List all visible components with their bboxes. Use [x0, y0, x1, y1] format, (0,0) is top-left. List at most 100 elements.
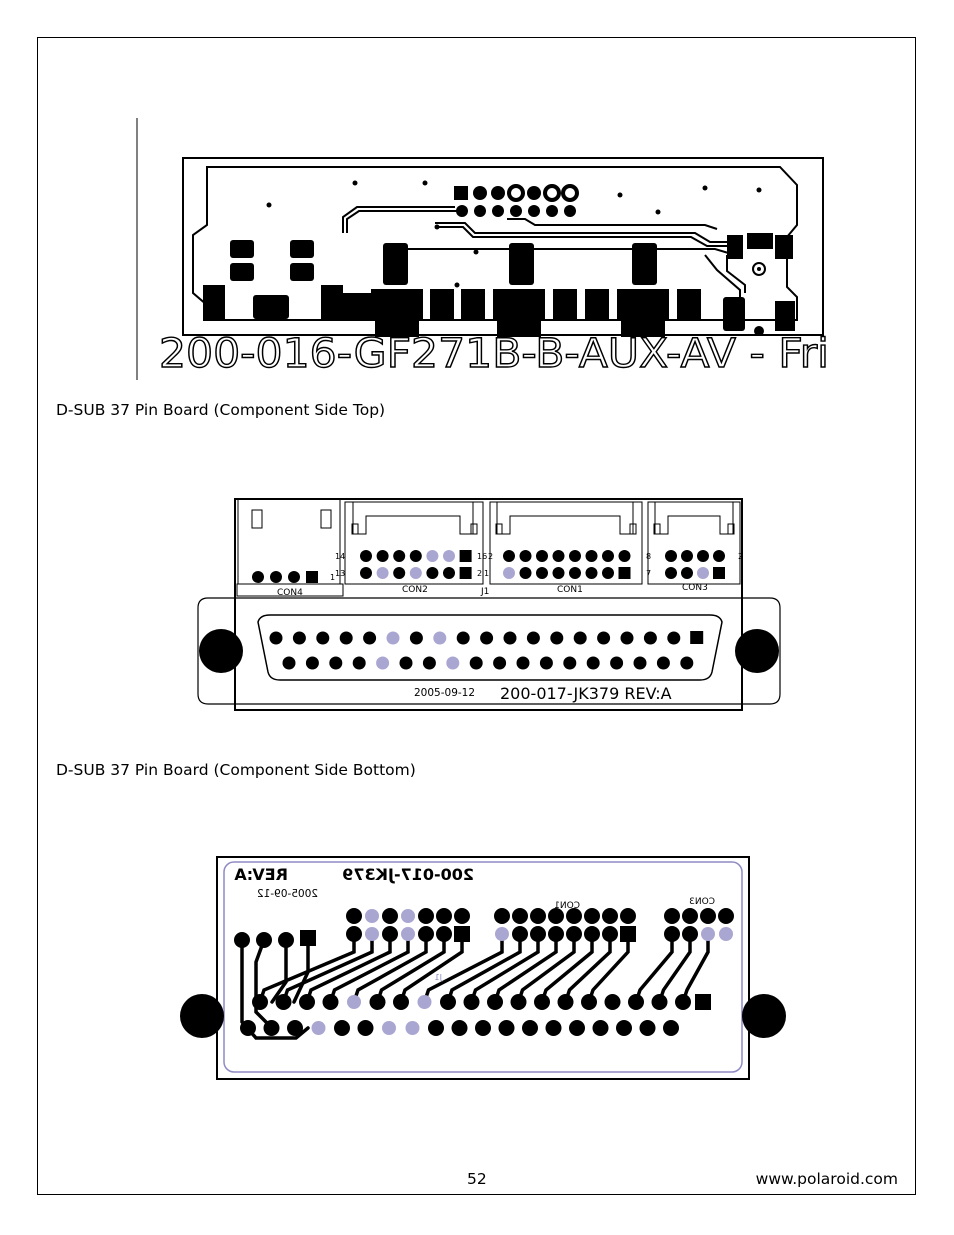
label-pin1a: 1	[330, 573, 335, 582]
pad	[682, 926, 698, 942]
pad	[436, 926, 452, 942]
pin-pad	[569, 550, 581, 562]
pin-pad	[288, 571, 300, 583]
pad	[234, 932, 250, 948]
pad	[311, 1021, 326, 1035]
label-j1: J1	[480, 587, 489, 597]
pin-pad	[697, 567, 709, 579]
pin-pad	[426, 567, 439, 579]
dsub-pin	[550, 631, 564, 645]
pin-pad	[697, 550, 709, 562]
label-con1: CON1	[557, 585, 583, 595]
pad	[495, 927, 509, 941]
pad	[357, 1020, 374, 1036]
pad	[475, 1020, 491, 1036]
dsub-pin	[480, 631, 494, 645]
pin-pad	[585, 550, 598, 562]
trace	[270, 938, 288, 1004]
pad	[628, 994, 644, 1010]
label-pin2c: 2	[738, 552, 743, 561]
pad	[256, 932, 272, 948]
pad	[365, 927, 379, 941]
pad	[566, 908, 582, 924]
dsub-pin	[643, 631, 657, 645]
dsub-pin	[503, 631, 517, 645]
middle-date: 2005-09-12	[414, 687, 475, 699]
bottom-con1: CON1	[554, 901, 580, 911]
pin-pad	[618, 550, 631, 562]
dsub-pin	[586, 656, 600, 670]
dsub-pin	[386, 631, 400, 645]
pad	[382, 1021, 396, 1035]
top-board-figure: 200-016-GF271B-B-AUX-AV - Fri	[136, 118, 830, 380]
pin-pad	[270, 571, 282, 583]
dsub-pin	[269, 631, 283, 645]
trace	[634, 932, 674, 1004]
pin-pad	[409, 550, 422, 562]
pin-pad	[681, 550, 693, 562]
pad	[346, 926, 362, 942]
pad	[639, 1020, 656, 1036]
pin-pad	[536, 550, 548, 562]
pad	[530, 926, 546, 942]
dsub-pin	[620, 631, 634, 645]
pin-pad	[443, 550, 455, 562]
dsub-pin	[433, 631, 447, 645]
dsub-pin	[329, 656, 343, 670]
dsub-pin	[409, 631, 423, 645]
pad	[487, 994, 503, 1010]
caption-top: D-SUB 37 Pin Board (Component Side Top)	[56, 401, 386, 419]
pin-pad	[536, 567, 548, 579]
bottom-j1: J1	[435, 973, 443, 982]
trace	[375, 932, 446, 1004]
footer-url: www.polaroid.com	[755, 1170, 898, 1188]
pad	[512, 926, 528, 942]
dsub-pin	[667, 631, 681, 645]
pad	[382, 926, 398, 942]
pad	[418, 926, 434, 942]
pad	[616, 1020, 632, 1036]
dsub-pin	[573, 631, 587, 645]
pad	[278, 932, 294, 948]
pad	[401, 927, 415, 941]
dsub-pin	[376, 656, 390, 670]
pad	[418, 908, 434, 924]
top-board-silkscreen: 200-016-GF271B-B-AUX-AV - Fri	[159, 331, 829, 377]
pad	[701, 927, 715, 941]
pin-pad	[376, 550, 389, 562]
pad	[275, 994, 292, 1010]
dsub-pin	[633, 656, 647, 670]
pad	[240, 1020, 256, 1036]
pin-pad	[713, 550, 725, 562]
pin-pad	[443, 567, 455, 579]
pad	[557, 994, 574, 1010]
pad	[545, 1020, 562, 1036]
page-number: 52	[467, 1170, 487, 1188]
pad	[512, 908, 528, 924]
pad	[498, 1020, 515, 1036]
pad	[365, 909, 379, 923]
pad	[522, 1020, 538, 1036]
pad	[300, 930, 316, 946]
pad	[428, 1020, 444, 1036]
trace	[240, 938, 310, 1040]
label-pin1b: 1	[484, 569, 489, 578]
pad	[494, 908, 510, 924]
pad	[436, 908, 452, 924]
pin-pad	[459, 567, 472, 579]
label-con3: CON3	[682, 583, 708, 593]
pin-pad	[393, 550, 406, 562]
pad	[602, 908, 618, 924]
pad	[700, 908, 716, 924]
pad	[719, 927, 733, 941]
pin-pad	[409, 567, 422, 579]
pad	[581, 994, 597, 1010]
dsub-pin	[446, 656, 460, 670]
pad	[620, 926, 636, 942]
bottom-date-mirrored: 2005-09-12	[257, 888, 318, 900]
pin-pad	[503, 567, 515, 579]
pad	[454, 926, 470, 942]
pad	[322, 994, 339, 1010]
pad	[695, 994, 711, 1010]
trace	[254, 938, 274, 1030]
